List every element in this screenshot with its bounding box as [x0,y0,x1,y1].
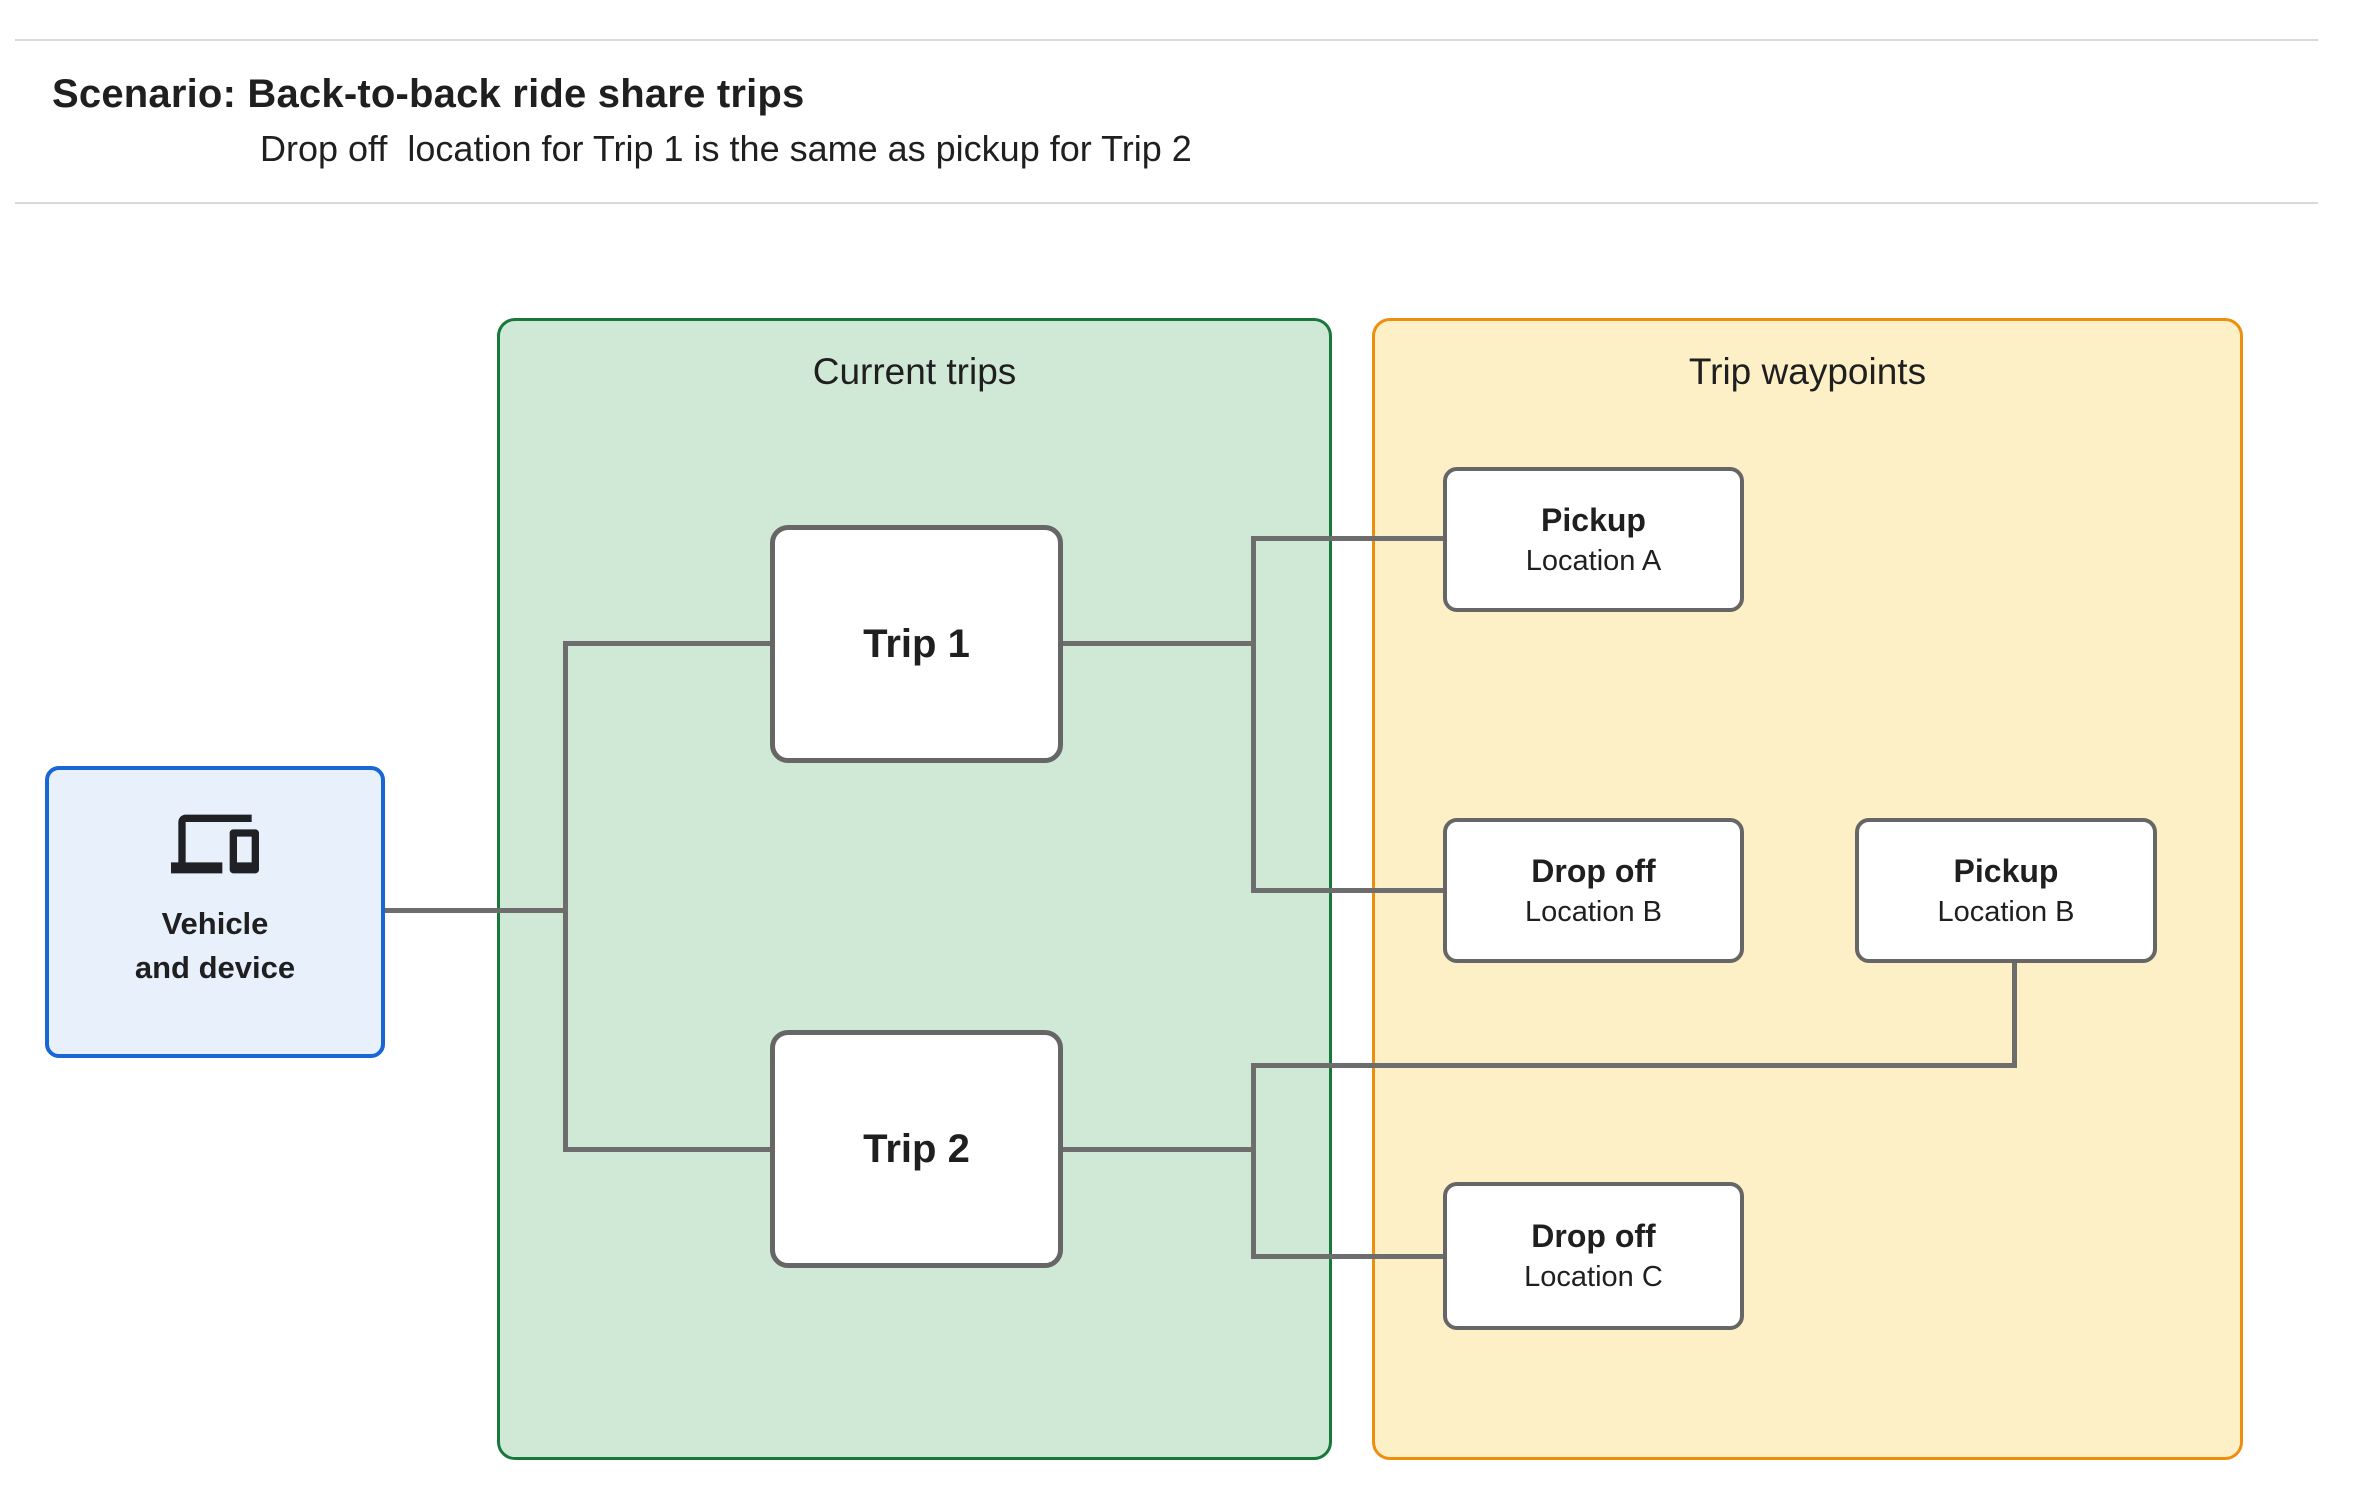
connector-pickup-b-drop [2012,963,2017,1068]
scenario-subtitle: Drop off location for Trip 1 is the same… [260,128,1192,169]
trip-2-node: Trip 2 [770,1030,1063,1268]
vehicle-node: Vehicle and device [45,766,385,1058]
waypoint-pickup-location-a: Pickup Location A [1443,467,1744,612]
connector-to-trip2 [563,1147,770,1152]
trip-2-label: Trip 2 [863,1126,970,1171]
trip-1-node: Trip 1 [770,525,1063,763]
trip-1-label: Trip 1 [863,621,970,666]
waypoint-location: Location B [1524,895,1663,928]
connector-trip2-to-pickup-b [1251,1063,2017,1068]
waypoint-location: Location A [1525,544,1662,577]
vehicle-label-line2: and device [134,950,296,985]
waypoint-type: Pickup [1953,852,2059,889]
waypoint-pickup-location-b: Pickup Location B [1855,818,2157,963]
waypoint-type: Drop off [1531,1218,1656,1254]
connector-trip2-stem [1063,1147,1254,1152]
connector-trip2-split [1251,1063,1256,1259]
connector-trip1-to-dropoff-b [1251,888,1443,893]
connector-trip1-split [1251,536,1256,893]
current-trips-panel: Current trips [497,318,1332,1460]
vehicle-label-line1: Vehicle [161,906,269,941]
trip-waypoints-title: Trip waypoints [1688,351,1927,392]
waypoint-location: Location B [1937,895,2075,928]
connector-vehicle-stem [385,908,568,913]
current-trips-title: Current trips [812,351,1017,392]
connector-trip1-stem [1063,641,1256,646]
connector-trip2-to-dropoff-c [1251,1254,1443,1259]
waypoint-type: Drop off [1531,852,1656,889]
connector-vehicle-split [563,641,568,1152]
vehicle-label: Vehicle and device [135,902,295,990]
header-divider [15,202,2318,204]
scenario-title: Scenario: Back-to-back ride share trips [52,72,805,116]
waypoint-location: Location C [1524,1261,1663,1293]
connector-trip1-to-pickup-a [1251,536,1443,541]
connector-to-trip1 [563,641,770,646]
waypoint-dropoff-location-b: Drop off Location B [1443,818,1744,963]
waypoint-dropoff-location-c: Drop off Location C [1443,1182,1744,1330]
devices-icon [171,814,259,874]
waypoint-type: Pickup [1541,501,1646,538]
top-divider [15,39,2318,41]
